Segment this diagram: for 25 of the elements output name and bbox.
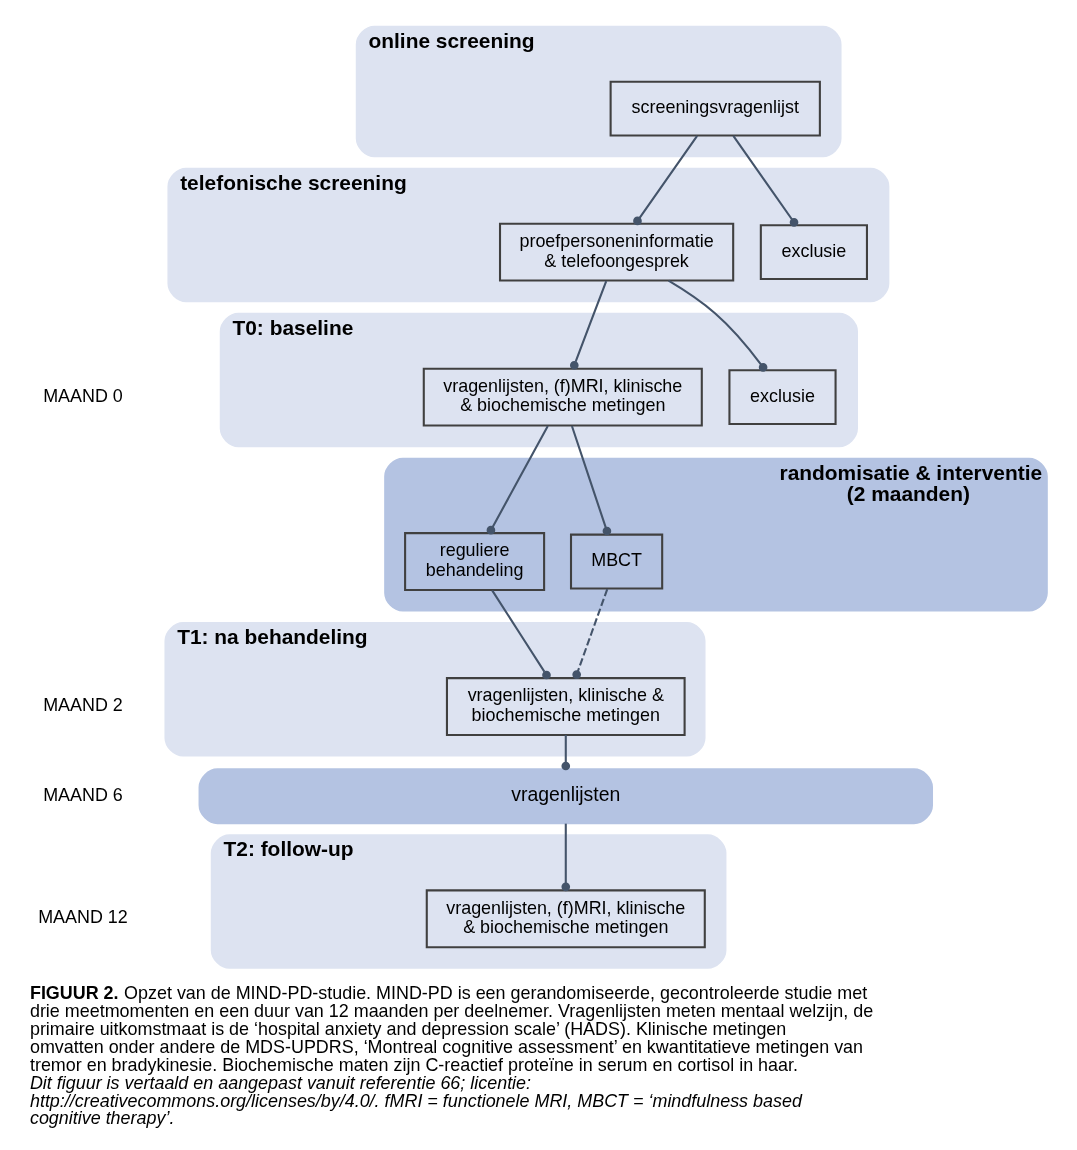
caption: FIGUUR 2. Opzet van de MIND-PD-studie. MIND-PD is een gerandomiseerde, gecontroleerde studie met drie meetmomenten en een duur van 12 maanden per deelnemer. Vragenlijsten meten mentaal welzijn, de primaire uitkomstmaat is de ‘hospital anxiety and depression scale’ (HADS). Klinische metingen omvatten onder andere de MDS-UPDRS, ‘Montreal cognitive assessment’ en kwantitatieve metingen van tremor en bradykinesie. Biochemische maten zijn C-reactief proteïne in serum en cortisol in haar. Dit figuur is vertaald en aangepast vanuit referentie 66; licentie: http://creativecommons.org/licenses/by/4.0/. fMRI = functionele MRI, MBCT = ‘mindfulness based cognitive therapy’. [29,982,874,1129]
node-box: vragenlijsten, (f)MRI, klinische & biochemische metingen [422,367,703,427]
connector [569,280,608,370]
node-box: vragenlijsten, klinische & biochemische metingen [445,677,686,736]
connector [570,425,612,536]
node-box: MBCT [569,533,664,590]
label: MAAND 6 [43,784,123,805]
connector [732,135,799,227]
node-box: vragenlijsten, (f)MRI, klinische & biochemische metingen [425,889,706,949]
label: MAAND 12 [38,907,128,928]
label: MAAND 2 [43,695,123,716]
label: MAAND 0 [43,385,123,406]
connector [561,823,571,892]
connector [561,735,571,771]
node-box: screeningsvragenlijst [609,80,821,137]
node-box: exclusie [759,224,868,281]
connector [486,425,549,535]
connector [572,588,609,679]
node-box: reguliere behandeling [404,532,546,591]
connector [491,589,551,680]
node-box: proefpersoneninformatie & telefoongesprek [498,222,735,282]
connector [633,135,698,226]
node-box: exclusie [728,369,837,426]
connector [668,279,768,372]
node-box: vragenlijsten [198,768,933,825]
